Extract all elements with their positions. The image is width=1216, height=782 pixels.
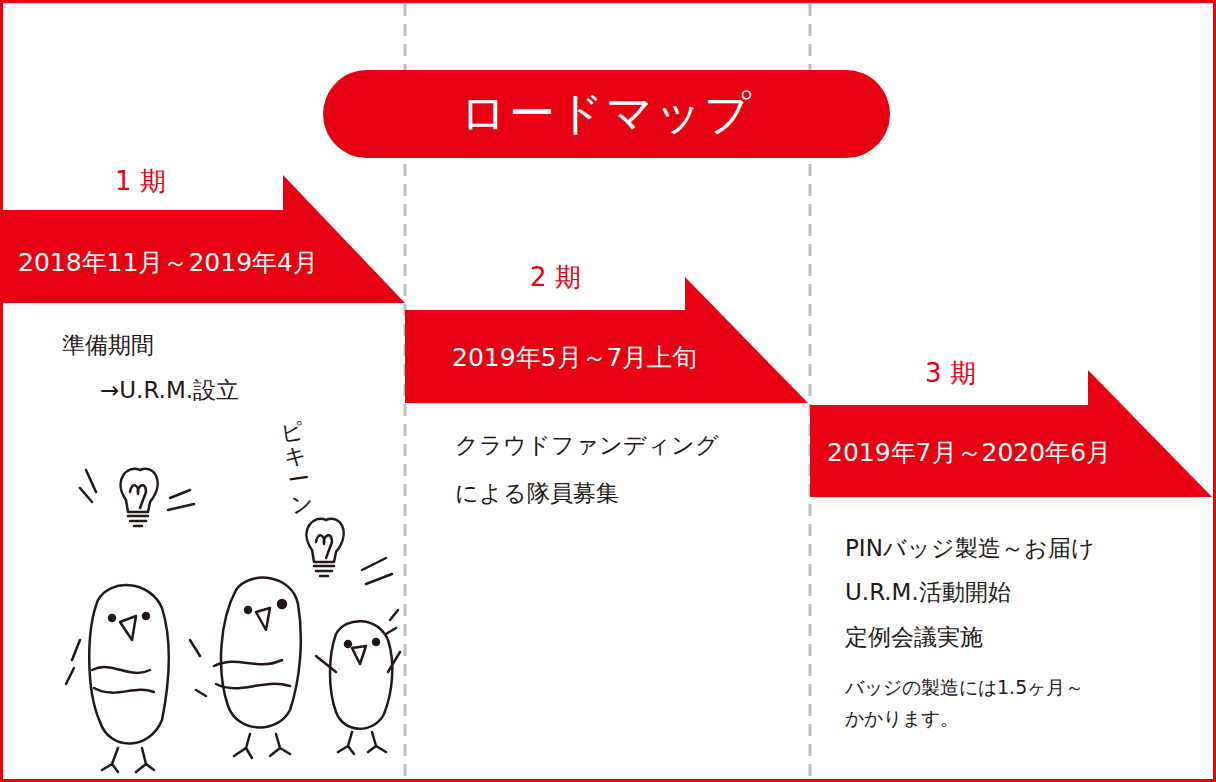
- phase-arrow: 1 期 2018年11月～2019年4月: [0, 160, 405, 303]
- body-text: による隊員募集: [455, 478, 619, 509]
- body-text: U.R.M.活動開始: [845, 577, 1011, 608]
- phase-arrow: 2 期 2019年5月～7月上旬: [405, 258, 808, 403]
- title-pill: ロードマップ: [323, 70, 890, 158]
- arrow-fill: [0, 175, 405, 303]
- phase-period: 2019年7月～2020年6月: [827, 436, 1111, 469]
- body-text: PINバッジ製造～お届け: [845, 533, 1095, 564]
- sound-effect: ピキーン: [279, 419, 314, 518]
- note-text: バッジの製造には1.5ヶ月～ かかります。: [845, 672, 1175, 735]
- arrow-shape: [810, 354, 1212, 497]
- phase-period: 2019年5月～7月上旬: [452, 341, 697, 374]
- phase-heading: 1 期: [115, 164, 166, 199]
- arrow-shape: [405, 258, 808, 403]
- phase-arrow: 3 期 2019年7月～2020年6月: [810, 354, 1212, 497]
- phase-period: 2018年11月～2019年4月: [18, 246, 318, 279]
- phase-heading: 2 期: [530, 260, 581, 295]
- arrow-shape: [0, 160, 405, 303]
- body-text: →U.R.M.設立: [100, 375, 239, 406]
- arrow-fill: [405, 277, 808, 403]
- body-text: クラウドファンディング: [455, 430, 719, 461]
- title-text: ロードマップ: [460, 83, 753, 145]
- phase-heading: 3 期: [925, 356, 976, 391]
- body-text: 準備期間: [62, 330, 154, 361]
- body-text: 定例会議実施: [845, 622, 983, 653]
- arrow-fill: [810, 370, 1212, 497]
